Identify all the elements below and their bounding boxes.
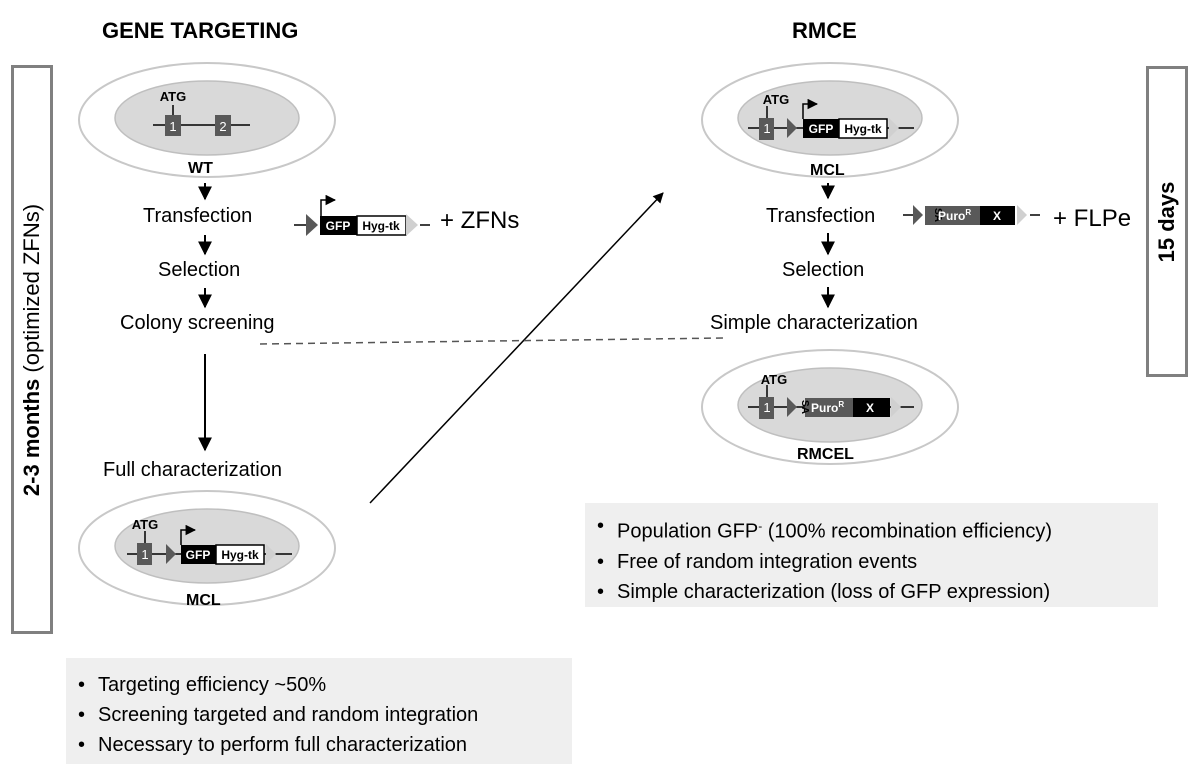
donor-gfp-label: GFP xyxy=(326,219,351,233)
left-mcl-exon-1-label: 1 xyxy=(141,547,148,562)
left-mcl-hygtk-label: Hyg-tk xyxy=(221,548,259,562)
gt-bullet-efficiency: Targeting efficiency ~50% xyxy=(66,670,572,700)
rmce-donor: SA PuroR X xyxy=(903,205,1040,225)
donor-gfp-block xyxy=(320,216,357,235)
left-mcl-atg-label: ATG xyxy=(132,517,158,532)
right-mcl-hygtk-label: Hyg-tk xyxy=(844,122,882,136)
right-mcl-cell: 1 ATG GFP Hyg-tk xyxy=(701,62,959,178)
zfns-label: + ZFNs xyxy=(440,207,520,234)
cross-arrow xyxy=(369,192,664,504)
left-step-colony-screening: Colony screening xyxy=(120,312,275,334)
gt-bullet-screening: Screening targeted and random integratio… xyxy=(66,700,572,730)
right-step-simple-characterization: Simple characterization xyxy=(710,312,918,334)
donor-puro-block xyxy=(925,206,980,225)
right-time-bar-text: 15 days xyxy=(1154,181,1179,262)
wt-cell: 1 2 ATG xyxy=(78,62,336,178)
right-mcl-atg-label: ATG xyxy=(763,92,789,107)
right-mcl-label: MCL xyxy=(810,162,845,179)
donor-x-label: X xyxy=(993,209,1001,223)
right-step-selection: Selection xyxy=(782,259,865,281)
rmcel-label: RMCEL xyxy=(797,446,854,463)
rmce-info-box: Population GFP- (100% recombination effi… xyxy=(585,503,1158,607)
rmce-bullet-free: Free of random integration events xyxy=(585,547,1158,577)
gene-targeting-title: GENE TARGETING xyxy=(102,18,299,43)
left-mcl-label: MCL xyxy=(186,592,221,609)
dashed-connector xyxy=(259,337,726,345)
rmcel-puro-label: PuroR xyxy=(811,400,844,415)
gene-targeting-info-box: Targeting efficiency ~50% Screening targ… xyxy=(66,658,572,764)
donor-sa-label: SA xyxy=(932,208,943,222)
donor-x-block xyxy=(980,206,1015,225)
wt-exon-2 xyxy=(215,115,231,136)
left-time-bar-text: 2-3 months (optimized ZFNs) xyxy=(19,203,44,496)
gt-bullet-full: Necessary to perform full characterizati… xyxy=(66,730,572,760)
rmce-bullet-population: Population GFP- (100% recombination effi… xyxy=(585,511,1158,547)
flpe-label: + FLPe xyxy=(1053,205,1132,232)
left-step-selection: Selection xyxy=(158,259,241,281)
wt-atg-label: ATG xyxy=(160,89,186,104)
left-step-transfection: Transfection xyxy=(143,205,253,227)
rmcel-sa-label: SA xyxy=(799,400,810,414)
rmcel-atg-label: ATG xyxy=(761,372,787,387)
rmce-bullet-simple: Simple characterization (loss of GFP exp… xyxy=(585,577,1158,607)
donor-puro-label: PuroR xyxy=(938,208,971,223)
wt-exon-1-label: 1 xyxy=(169,119,176,134)
right-time-bar: 15 days xyxy=(1146,66,1188,377)
right-step-transfection: Transfection xyxy=(766,205,876,227)
right-mcl-gfp-label: GFP xyxy=(809,122,834,136)
left-time-bar: 2-3 months (optimized ZFNs) xyxy=(11,65,53,634)
right-mcl-exon-1-label: 1 xyxy=(763,121,770,136)
rmcel-cell: 1 ATG SA PuroR X xyxy=(701,349,959,465)
left-mcl-cell: 1 ATG GFP Hyg-tk xyxy=(78,490,336,606)
wt-exon-2-label: 2 xyxy=(219,119,226,134)
rmcel-x-label: X xyxy=(866,401,874,415)
wt-exon-1 xyxy=(165,115,181,136)
donor-hygtk-label: Hyg-tk xyxy=(362,219,400,233)
wt-label: WT xyxy=(188,160,213,177)
left-mcl-gfp-label: GFP xyxy=(186,548,211,562)
rmce-title: RMCE xyxy=(792,18,857,43)
gene-targeting-donor: GFP Hyg-tk xyxy=(294,194,430,236)
rmcel-exon-1-label: 1 xyxy=(763,400,770,415)
left-step-full-characterization: Full characterization xyxy=(103,459,282,481)
